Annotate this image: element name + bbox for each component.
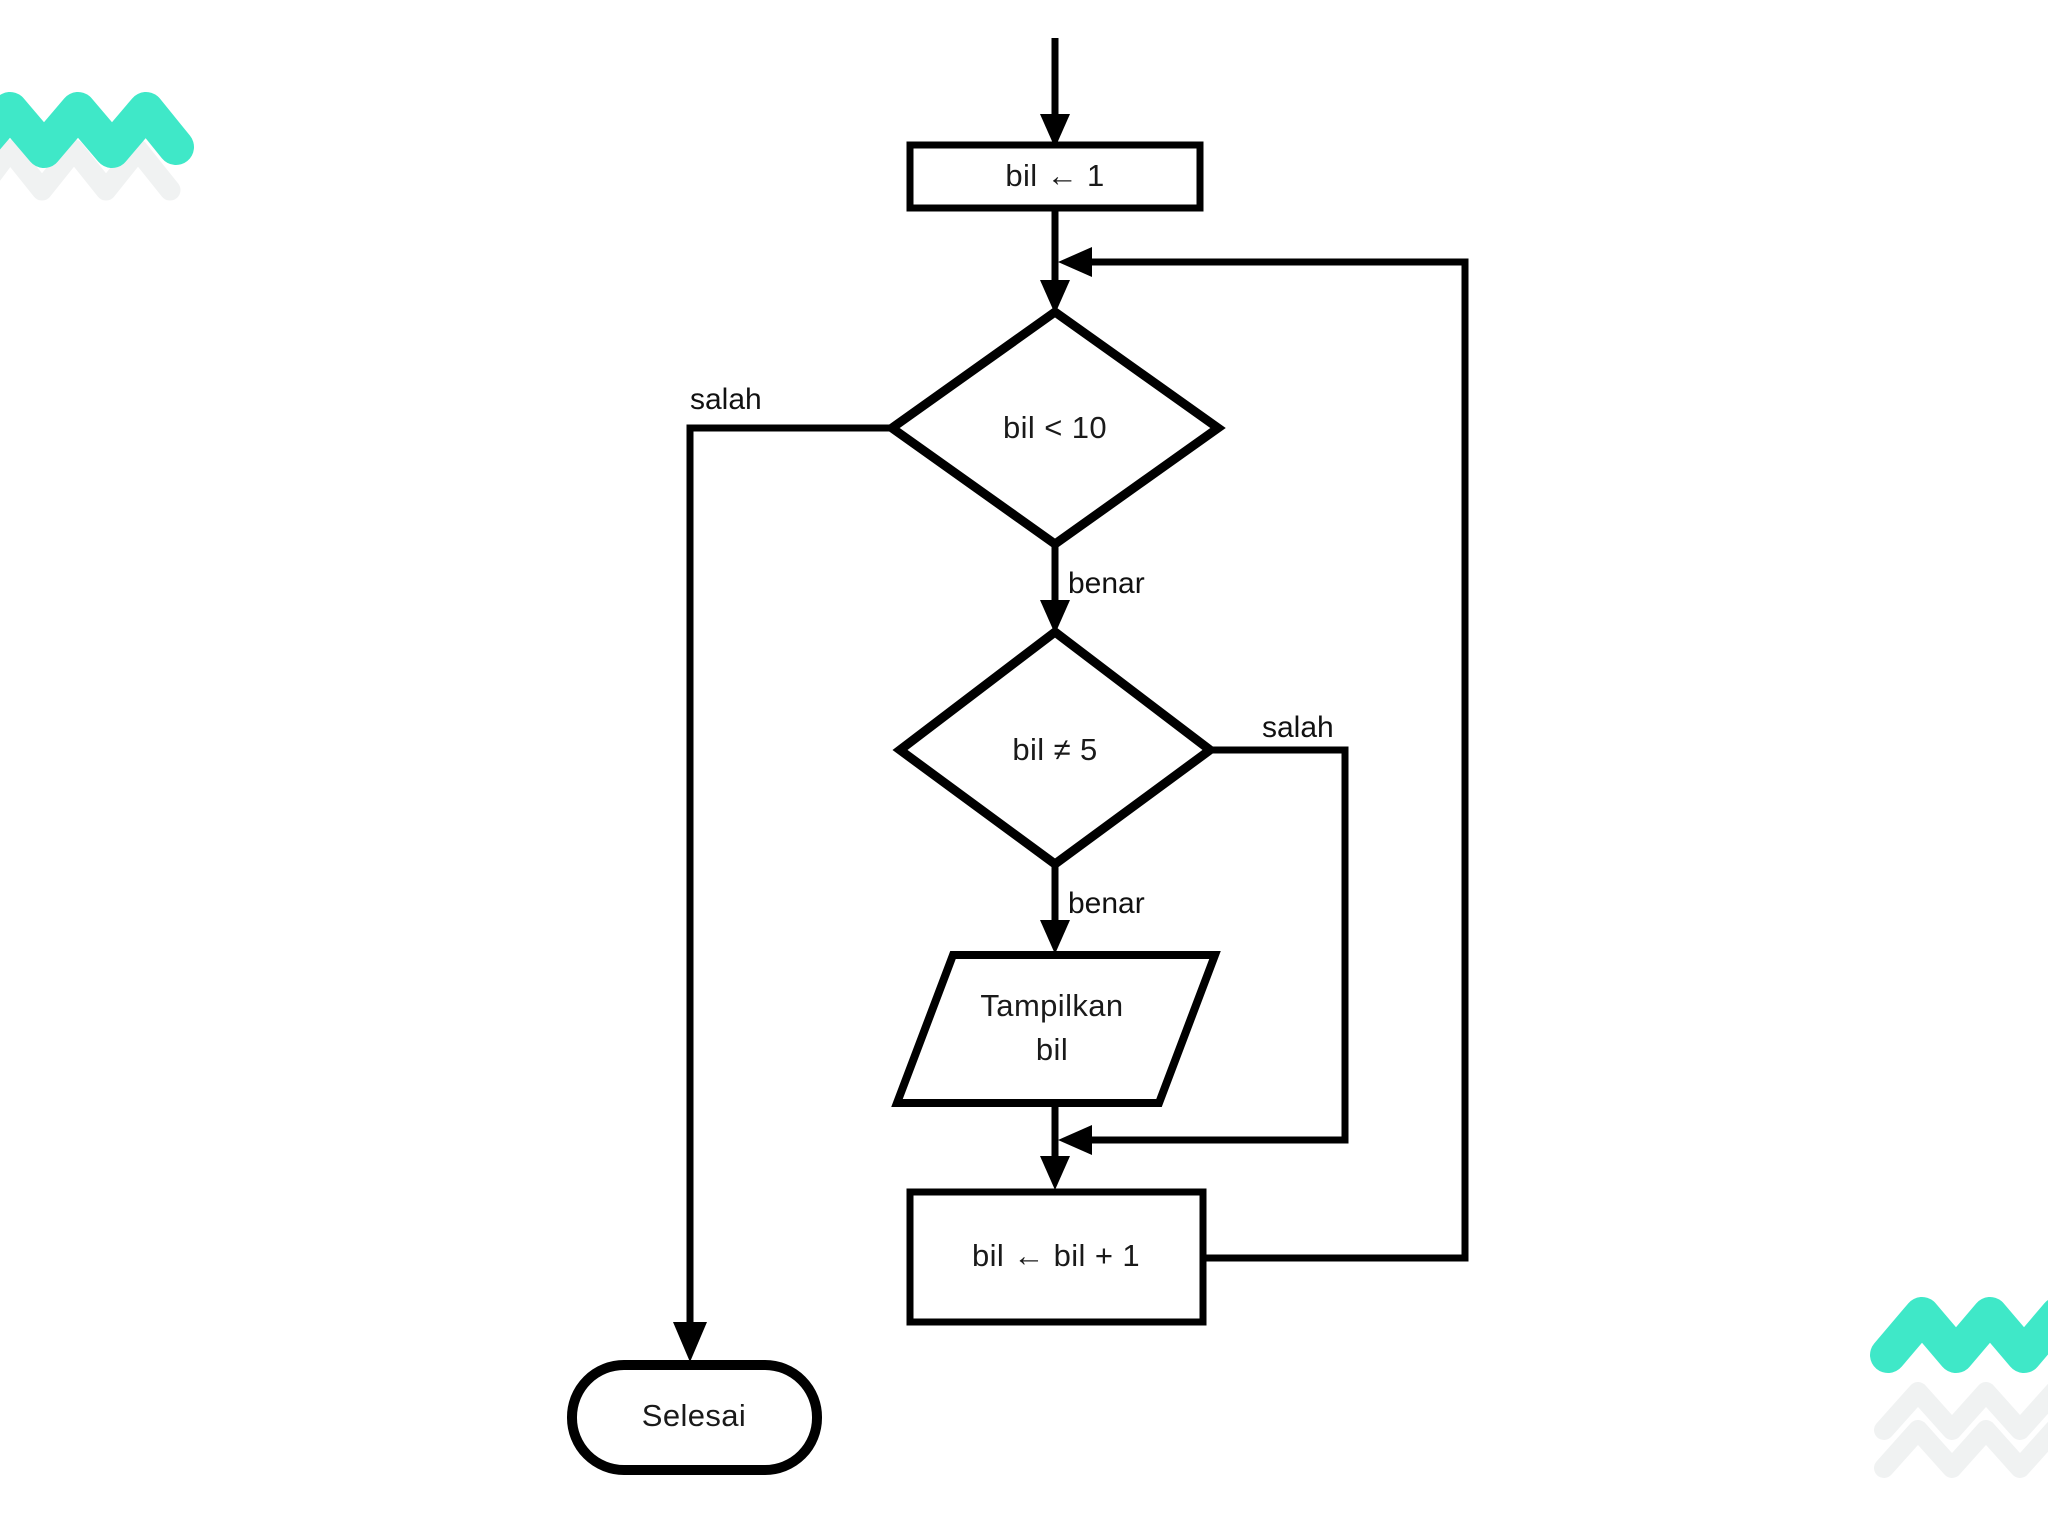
- connector-entry: [1040, 38, 1070, 148]
- node-cond-skip[interactable]: bil ≠ 5: [892, 626, 1218, 870]
- node-init-label: bil ← 1: [1005, 158, 1104, 193]
- connector-loop-false-to-end: [673, 424, 908, 1362]
- node-cond-loop[interactable]: bil < 10: [884, 306, 1226, 550]
- node-cond-skip-label: bil ≠ 5: [1012, 732, 1097, 767]
- connector-skip-to-output: [1040, 860, 1070, 954]
- zigzag-bottom-right-accent-icon: [1870, 1297, 2048, 1373]
- node-end[interactable]: Selesai: [567, 1360, 822, 1475]
- node-output-label-line1: Tampilkan: [980, 988, 1123, 1023]
- connector-skip-false-to-merge: [1058, 746, 1349, 1155]
- node-end-label: Selesai: [642, 1398, 746, 1433]
- edge-label-skip-true: benar: [1068, 887, 1145, 920]
- zigzag-top-left-accent-icon: [0, 92, 194, 168]
- connector-increment-to-loop: [1058, 247, 1469, 1262]
- node-cond-loop-label: bil < 10: [1003, 410, 1107, 445]
- node-increment[interactable]: bil ← bil + 1: [906, 1188, 1207, 1326]
- connector-loop-to-skip: [1040, 540, 1070, 634]
- connector-output-to-increment: [1040, 1105, 1070, 1190]
- edge-label-loop-false: salah: [690, 383, 762, 416]
- zigzag-bottom-right-ghost-icon: [1874, 1382, 2048, 1478]
- edge-label-skip-false: salah: [1262, 711, 1334, 744]
- edge-label-loop-true: benar: [1068, 567, 1145, 600]
- connector-init-to-loop: [1040, 208, 1070, 314]
- node-increment-label: bil ← bil + 1: [972, 1238, 1140, 1273]
- node-output-label-line2: bil: [1036, 1032, 1068, 1067]
- node-init[interactable]: bil ← 1: [906, 141, 1204, 212]
- node-output[interactable]: Tampilkan bil: [891, 951, 1221, 1107]
